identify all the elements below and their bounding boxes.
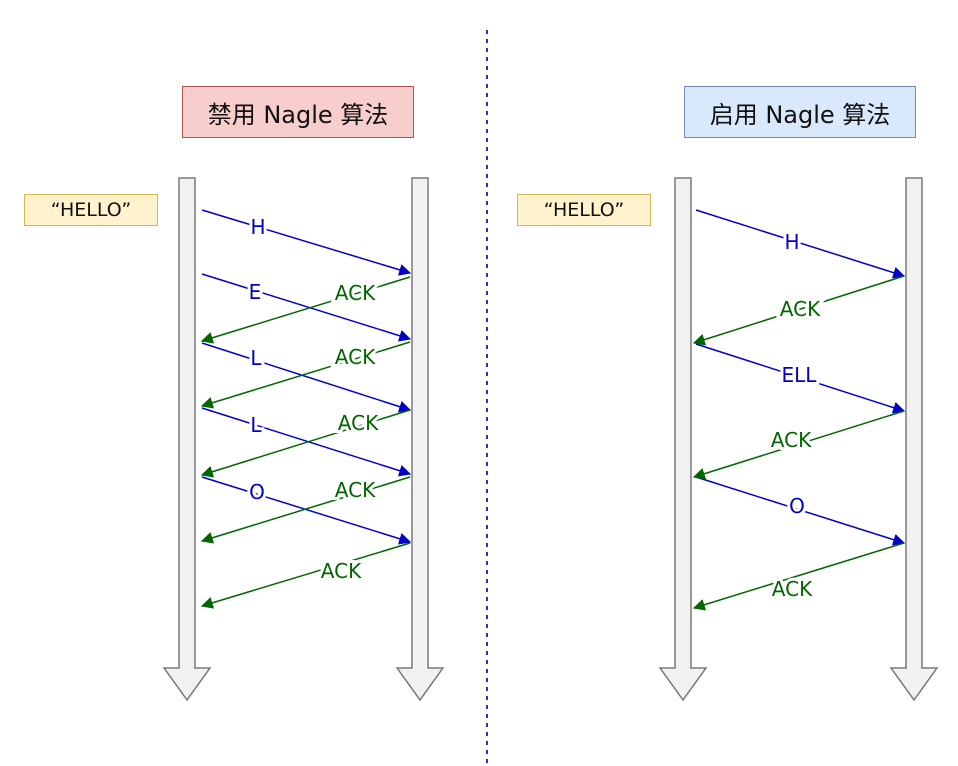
left-segment-label: H [250,215,265,239]
left-data-arrow [201,273,412,342]
left-sender-lifeline [162,177,212,702]
left-segment-label: E [249,280,262,304]
left-ack-arrow [200,542,411,609]
right-segment-label: ELL [782,363,818,387]
left-ack-label: ACK [321,559,362,583]
left-title: 禁用 Nagle 算法 [182,86,414,138]
right-message-box: “HELLO” [517,194,651,226]
left-ack-arrow [200,341,411,409]
left-data-arrow [201,407,412,477]
right-ack-arrow [692,410,905,480]
left-ack-label: ACK [338,411,379,435]
right-data-arrow [695,476,906,546]
left-segment-label: L [250,346,262,370]
left-ack-arrow [200,476,411,544]
right-ack-arrow [692,275,905,346]
left-message-box: “HELLO” [24,194,158,226]
right-segment-label: H [784,230,799,254]
right-sender-lifeline [658,177,708,702]
left-segment-label: O [249,480,265,504]
left-ack-label: ACK [335,345,376,369]
right-ack-arrow [692,542,905,611]
left-receiver-lifeline [395,177,445,702]
left-segment-label: L [250,413,262,437]
right-receiver-lifeline [889,177,939,702]
right-data-arrow [695,209,906,279]
left-ack-arrow [200,409,411,478]
right-title: 启用 Nagle 算法 [684,86,916,138]
left-ack-label: ACK [335,281,376,305]
left-data-arrow [201,209,412,276]
left-ack-label: ACK [335,478,376,502]
left-data-arrow [201,342,412,413]
right-ack-label: ACK [771,428,812,452]
right-data-arrow [695,343,906,414]
right-segment-label: O [789,494,805,518]
right-ack-label: ACK [772,577,813,601]
left-ack-arrow [200,276,411,344]
right-ack-label: ACK [780,297,821,321]
